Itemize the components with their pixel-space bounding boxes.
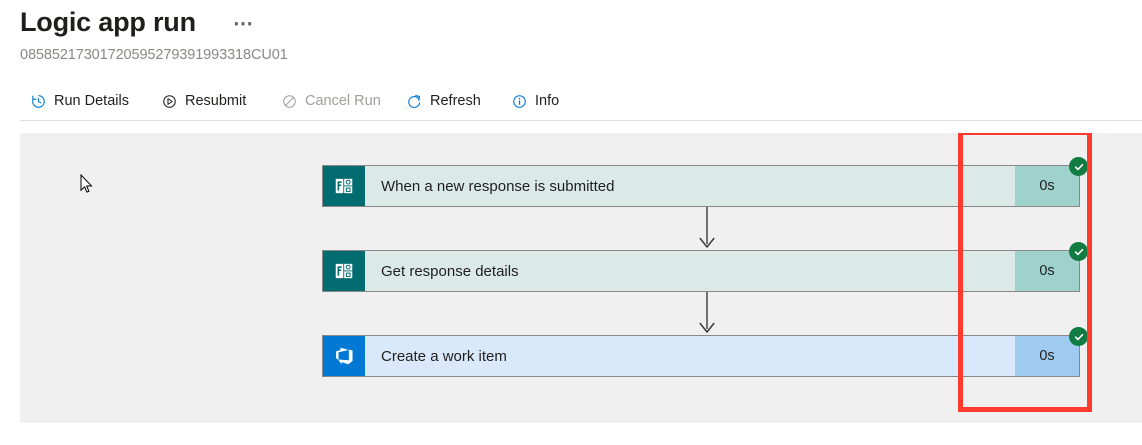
connector-arrow xyxy=(698,292,716,336)
more-options-icon[interactable]: ⋯ xyxy=(233,13,254,35)
refresh-label: Refresh xyxy=(430,93,481,109)
status-badge-succeeded xyxy=(1069,242,1088,261)
workflow-card-action-create-work-item[interactable]: Create a work item 0s xyxy=(322,327,1088,377)
command-bar-divider xyxy=(20,120,1142,121)
info-label: Info xyxy=(535,93,560,109)
mouse-cursor xyxy=(80,173,94,194)
connector-arrow xyxy=(698,207,716,251)
microsoft-forms-icon xyxy=(323,251,365,291)
workflow-card-title: When a new response is submitted xyxy=(381,177,615,195)
page-header: Logic app run ⋯ 085852173017205952793919… xyxy=(0,0,1142,78)
check-icon xyxy=(1074,163,1083,170)
block-circle-icon xyxy=(281,93,298,110)
workflow-card-title: Create a work item xyxy=(381,347,507,365)
workflow-card-title: Get response details xyxy=(381,262,519,280)
resubmit-label: Resubmit xyxy=(185,93,247,109)
run-details-label: Run Details xyxy=(54,93,129,109)
refresh-icon xyxy=(406,93,423,110)
info-circle-icon xyxy=(511,93,528,110)
run-details-button[interactable]: Run Details xyxy=(24,84,135,118)
workflow-card-duration: 0s xyxy=(1015,336,1079,376)
workflow-card-trigger[interactable]: When a new response is submitted 0s xyxy=(322,157,1088,207)
refresh-button[interactable]: Refresh xyxy=(400,84,487,118)
run-id-subtitle: 08585217301720595279391993318CU01 xyxy=(20,47,288,63)
resubmit-button[interactable]: Resubmit xyxy=(155,84,252,118)
page-title: Logic app run xyxy=(20,7,196,37)
workflow-card-duration: 0s xyxy=(1015,166,1079,206)
cancel-run-label: Cancel Run xyxy=(305,93,381,109)
check-icon xyxy=(1074,248,1083,255)
workflow-card-duration: 0s xyxy=(1015,251,1079,291)
azure-devops-icon xyxy=(323,336,365,376)
info-button[interactable]: Info xyxy=(505,84,565,118)
status-badge-succeeded xyxy=(1069,157,1088,176)
workflow-card-action-get-response[interactable]: Get response details 0s xyxy=(322,242,1088,292)
play-circle-icon xyxy=(161,93,178,110)
workflow-canvas[interactable]: When a new response is submitted 0s G xyxy=(20,133,1142,423)
microsoft-forms-icon xyxy=(323,166,365,206)
command-bar: Run Details Resubmit Cancel Run Refresh xyxy=(0,84,1142,119)
history-clock-icon xyxy=(30,93,47,110)
status-badge-succeeded xyxy=(1069,327,1088,346)
check-icon xyxy=(1074,333,1083,340)
cancel-run-button: Cancel Run xyxy=(275,84,387,118)
